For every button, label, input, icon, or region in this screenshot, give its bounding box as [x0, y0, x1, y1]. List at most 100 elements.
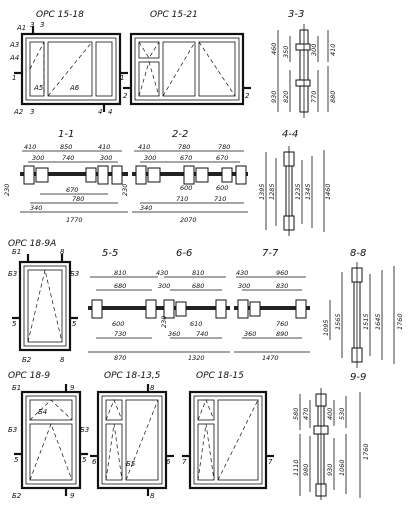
transom-sash	[105, 399, 123, 421]
transom-sash	[138, 41, 160, 59]
dim-label: 360	[244, 330, 256, 338]
dim-label: 740	[196, 330, 208, 338]
mark-label: 4	[108, 108, 112, 116]
opening-line	[29, 399, 73, 421]
dim-label: 230	[3, 184, 11, 196]
dim-label: 770	[310, 91, 318, 103]
window-ors-18-15: ОРС 18-15 7 7	[182, 371, 274, 490]
profile	[295, 299, 307, 319]
profile	[249, 301, 261, 317]
window-title: ОРС 18-13,5	[104, 371, 161, 381]
profile	[147, 167, 161, 183]
mark-label: 2	[245, 92, 250, 100]
opening-line	[27, 269, 63, 343]
dim-label: 1565	[334, 313, 342, 330]
window-frame	[18, 260, 72, 352]
mark-label: 4	[98, 108, 102, 116]
dim-label: 850	[60, 143, 72, 151]
dim-label: 930	[326, 464, 334, 476]
mark-label: Б5	[126, 460, 136, 468]
profile	[97, 165, 109, 185]
window-title: ОРС 15-18	[36, 10, 84, 20]
profile	[221, 167, 233, 183]
mark-label: 3	[30, 21, 34, 29]
dim-label: 340	[30, 204, 42, 212]
glass-rail	[160, 306, 230, 310]
mark-label: Б2	[22, 356, 32, 364]
mark-label: 9	[70, 492, 75, 500]
window-ors-15-21: ОРС 15-21 2 2	[123, 10, 251, 106]
mark-label: 8	[150, 384, 155, 392]
mark-label: Б4	[38, 408, 47, 416]
dim-label: 1345	[304, 183, 312, 200]
mark-label: 1	[120, 74, 124, 82]
dim-label: 810	[114, 269, 126, 277]
dim-label: 780	[218, 143, 230, 151]
window-ors-18-9: ОРС 18-9 Б1 9 Б4 Б3 Б3 5 5 Б2 9	[8, 371, 89, 500]
profile	[135, 165, 147, 185]
section-title: 4-4	[282, 129, 298, 140]
mark-label: 7	[268, 458, 273, 466]
mark-label: А5	[33, 84, 44, 92]
opening-line	[138, 41, 160, 59]
mark-label: 3	[30, 108, 34, 116]
profile	[111, 165, 123, 185]
mark-label: Б3	[8, 270, 17, 278]
dim-label: 1460	[324, 183, 332, 200]
window-frame	[129, 32, 245, 106]
dim-label: 710	[176, 195, 188, 203]
section-title: 2-2	[172, 129, 188, 140]
dim-label: 1645	[374, 313, 382, 330]
lower-sash	[105, 423, 123, 481]
main-sash	[29, 423, 73, 481]
section-3-3: 3-3 460 350 300 410 930 820 770 880	[270, 9, 337, 118]
mark-label: 9	[70, 384, 75, 392]
opening-line	[217, 399, 259, 481]
profile	[35, 167, 49, 183]
window-title: ОРС 18-15	[196, 371, 244, 381]
dim-label: 960	[276, 269, 288, 277]
dim-label: 350	[282, 46, 290, 58]
profile	[235, 165, 247, 185]
dim-label: 760	[276, 320, 288, 328]
mark-label: 5	[14, 456, 19, 464]
profile	[163, 299, 175, 319]
dim-label: 880	[329, 91, 337, 103]
section-1-1: 1-1 410 850 410 300 740 300 230 670 780 …	[3, 129, 128, 224]
section-title: 1-1	[58, 129, 74, 140]
window-inner-frame	[23, 265, 67, 347]
profile	[215, 299, 227, 319]
main-sash	[27, 269, 63, 343]
mark-label: 7	[182, 458, 187, 466]
mark-label: 5	[82, 456, 87, 464]
dim-label: 780	[178, 143, 190, 151]
profile	[145, 299, 157, 319]
window-frame	[188, 390, 268, 490]
dim-label: 230	[160, 316, 168, 328]
window-inner-frame	[101, 395, 163, 485]
mark-label: Б2	[12, 492, 22, 500]
dim-label: 580	[292, 408, 300, 420]
dim-label: 430	[236, 269, 248, 277]
dim-label: 430	[156, 269, 168, 277]
lower-sash	[138, 61, 160, 97]
section-5-5: 5-5 810 680 600 730 870	[88, 248, 160, 362]
profile	[237, 299, 249, 319]
section-title: 8-8	[350, 248, 366, 259]
opening-line	[197, 423, 215, 481]
opening-line	[197, 399, 215, 421]
dim-label: 300	[310, 44, 318, 56]
section-2-2: 2-2 410 780 780 300 670 670 600 600 230 …	[121, 129, 248, 224]
dim-label: 890	[276, 330, 288, 338]
mark-label: 6	[166, 458, 171, 466]
dim-label: 1060	[338, 459, 346, 476]
lower-sash	[197, 423, 215, 481]
dim-label: 1515	[362, 313, 370, 330]
window-title: ОРС 18-9	[8, 371, 50, 381]
dim-label: 1760	[396, 313, 404, 330]
mark-label: А2	[13, 108, 24, 116]
window-inner-frame	[193, 395, 263, 485]
dim-label: 670	[66, 186, 78, 194]
dim-label: 410	[98, 143, 110, 151]
window-ors-18-9a: ОРС 18-9А Б1 8 Б3 Б3 5 5 Б2 8	[8, 239, 79, 364]
